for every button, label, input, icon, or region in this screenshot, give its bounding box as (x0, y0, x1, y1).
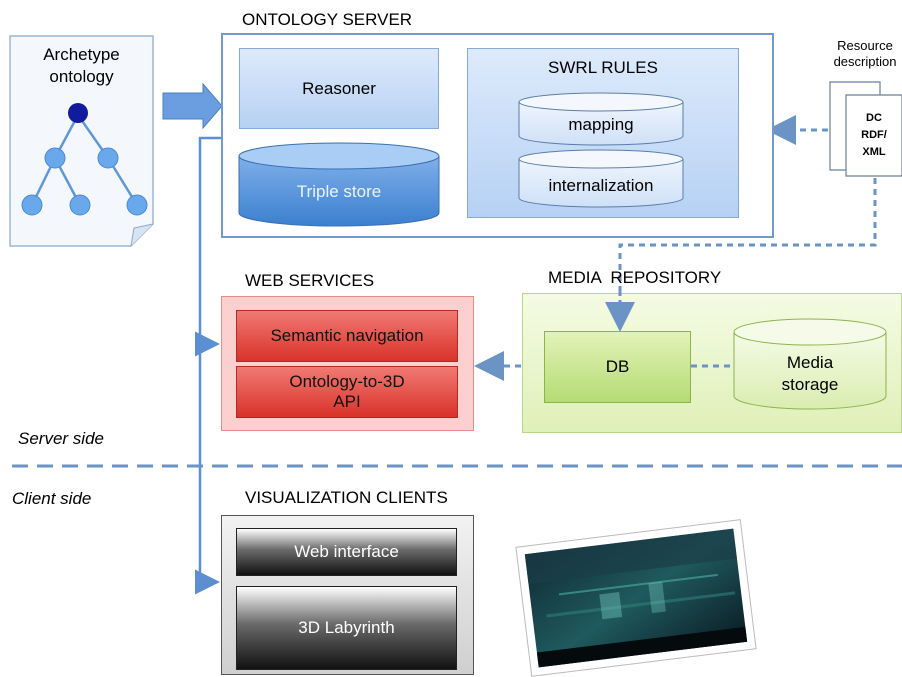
3d-labyrinth-button[interactable]: 3D Labyrinth (236, 586, 457, 670)
import-arrow (162, 82, 223, 130)
mapping-label[interactable]: mapping (568, 115, 634, 134)
resource-description-title: Resource description (828, 38, 902, 70)
client-side-label: Client side (12, 489, 92, 508)
media-storage-label[interactable]: Media storage (734, 348, 886, 400)
tree-node (97, 147, 119, 169)
labyrinth-screenshot-photo (515, 519, 757, 677)
ontology-title-line: ontology (49, 67, 114, 86)
tree-node (21, 194, 43, 216)
ontology-to-3d-api-button[interactable]: Ontology-to-3D API (236, 366, 458, 418)
media-repository-title: MEDIA REPOSITORY (548, 268, 722, 287)
archetype-ontology-document (9, 35, 154, 247)
dc-label: DC (866, 112, 882, 124)
media-label-line1: Media (786, 353, 834, 372)
server-to-clients-connector (195, 136, 221, 595)
ontology-server-title: ONTOLOGY SERVER (242, 10, 413, 29)
resource-document-icon (829, 81, 902, 177)
server-side-label: Server side (18, 429, 104, 448)
web-services-title: WEB SERVICES (245, 271, 375, 290)
resource-title-line: Resource (837, 38, 893, 53)
media-storage-cylinder (733, 318, 887, 410)
internalization-cylinder-shape (518, 149, 684, 208)
resource-document-text: DC RDF/ XML (846, 110, 902, 161)
swrl-rules-title: SWRL RULES (548, 58, 658, 77)
tree-node (44, 147, 66, 169)
mapping-cylinder-shape (518, 92, 684, 146)
description-title-line: description (833, 54, 897, 69)
o2d-label-line1: Ontology-to-3D (289, 372, 405, 391)
db-box[interactable]: DB (544, 331, 691, 403)
visualization-clients-title: VISUALIZATION CLIENTS (245, 488, 448, 507)
web-interface-button[interactable]: Web interface (236, 528, 457, 576)
archetype-ontology-title: Archetype ontology (10, 44, 153, 88)
tree-root-node (68, 103, 88, 123)
reasoner-box[interactable]: Reasoner (239, 48, 439, 129)
internalization-label[interactable]: internalization (548, 176, 654, 195)
triple-store-cylinder-shape (238, 142, 440, 227)
media-label-line2: storage (781, 375, 839, 394)
tree-node (69, 194, 91, 216)
semantic-navigation-button[interactable]: Semantic navigation (236, 310, 458, 362)
rdf-label: RDF/ (861, 129, 887, 141)
resource-to-db-connector (605, 178, 877, 331)
triple-store-label[interactable]: Triple store (296, 182, 382, 201)
xml-label: XML (862, 146, 886, 158)
tree-node (126, 194, 148, 216)
o2d-label-line2: API (333, 392, 361, 411)
archetype-title-line: Archetype (43, 45, 120, 64)
